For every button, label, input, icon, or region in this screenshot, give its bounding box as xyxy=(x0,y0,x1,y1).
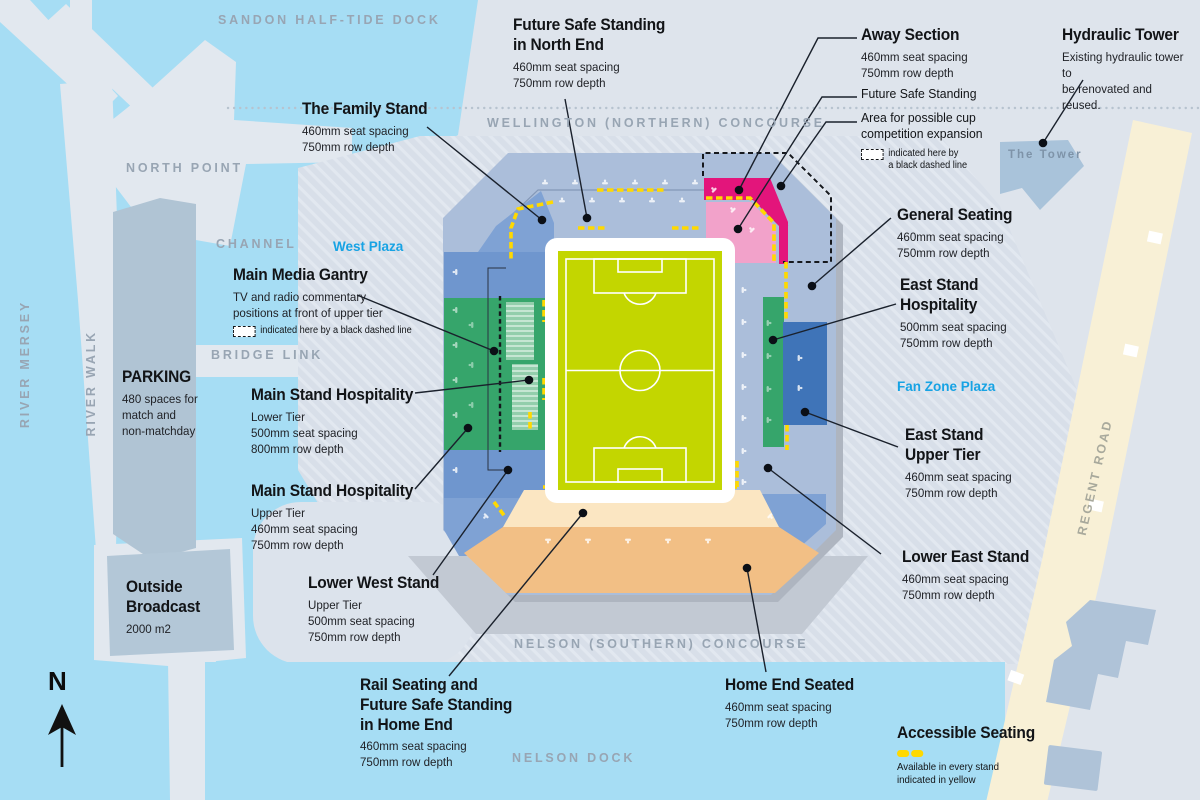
label-fan-zone-plaza: Fan Zone Plaza xyxy=(897,379,996,394)
annotation-body: 460mm seat spacing 750mm row depth xyxy=(897,229,1004,260)
annotation-body: 460mm seat spacing 750mm row depth xyxy=(902,571,1009,602)
label-accessible-seating: Accessible Seating Available in every st… xyxy=(897,724,1035,788)
label-rail-seating-home-end: Rail Seating and Future Safe Standing in… xyxy=(360,676,512,771)
annotation-body: 460mm seat spacing 750mm row depth xyxy=(861,49,968,80)
label-river-mersey: RIVER MERSEY xyxy=(18,300,32,429)
label-general-seating: General Seating 460mm seat spacing 750mm… xyxy=(897,206,1012,262)
label-lower-west-stand: Lower West Stand Upper Tier 500mm seat s… xyxy=(308,574,439,646)
compass-north-label: N xyxy=(48,666,67,696)
leader-lines xyxy=(356,37,1084,677)
accessible-seating-key-icon xyxy=(897,749,1035,757)
dashed-line-key-icon xyxy=(861,148,884,160)
annotation-title: The Family Stand xyxy=(302,100,428,118)
label-main-media-gantry: Main Media Gantry TV and radio commentar… xyxy=(233,266,412,338)
northwest-corner-section xyxy=(478,191,554,252)
dashed-line-key-icon xyxy=(233,325,256,337)
annotation-body: Existing hydraulic tower to be renovated… xyxy=(1062,49,1184,112)
annotation-body: 460mm seat spacing 750mm row depth xyxy=(302,123,409,154)
annotation-body: 2000 m2 xyxy=(126,621,171,636)
pitch xyxy=(545,238,735,503)
compass-north-arrow-icon xyxy=(48,704,76,767)
label-north-point: NORTH POINT xyxy=(126,161,243,175)
label-future-safe-standing-north: Future Safe Standing in North End 460mm … xyxy=(513,16,665,92)
annotation-title: Main Stand Hospitality xyxy=(251,482,414,500)
label-future-safe-standing: Future Safe Standing xyxy=(861,86,976,102)
media-gantry-block-1 xyxy=(506,302,534,360)
label-east-stand-upper-tier: East Stand Upper Tier 460mm seat spacing… xyxy=(905,426,1012,502)
label-nelson-dock: NELSON DOCK xyxy=(512,751,636,765)
label-main-stand-hospitality-upper: Main Stand Hospitality Upper Tier 460mm … xyxy=(251,482,413,554)
annotation-title: Hydraulic Tower xyxy=(1062,26,1179,44)
leader-dots xyxy=(463,138,1048,573)
road-crossing-marks xyxy=(1007,230,1163,686)
annotation-title: PARKING xyxy=(122,368,192,386)
label-nelson-concourse: NELSON (SOUTHERN) CONCOURSE xyxy=(514,637,809,651)
label-channel: CHANNEL xyxy=(216,237,297,251)
road-buildings xyxy=(1043,600,1156,791)
label-sandon-half-tide-dock: SANDON HALF-TIDE DOCK xyxy=(218,13,441,27)
annotation-note: Available in every stand indicated in ye… xyxy=(897,761,1000,787)
label-main-stand-hospitality-lower: Main Stand Hospitality Lower Tier 500mm … xyxy=(251,386,413,458)
annotation-body: Upper Tier 460mm seat spacing 750mm row … xyxy=(251,505,358,552)
outside-broadcast-shape xyxy=(107,549,234,656)
parking-shape xyxy=(113,198,196,560)
annotation-title: Away Section xyxy=(861,26,960,44)
annotation-body: Upper Tier 500mm seat spacing 750mm row … xyxy=(308,597,415,644)
cup-expansion-dashed-outline xyxy=(702,152,832,263)
label-hydraulic-tower: Hydraulic Tower Existing hydraulic tower… xyxy=(1062,26,1192,114)
gantry-bracket-line xyxy=(487,267,506,471)
annotation-title: Lower East Stand xyxy=(902,548,1030,566)
annotation-body: 480 spaces for match and non-matchday xyxy=(122,391,198,438)
label-river-walk: RIVER WALK xyxy=(84,330,98,437)
label-outside-broadcast: Outside Broadcast 2000 m2 xyxy=(126,578,200,638)
annotation-title: Home End Seated xyxy=(725,676,855,694)
label-away-section: Away Section 460mm seat spacing 750mm ro… xyxy=(861,26,968,82)
west-upper-section xyxy=(444,252,545,298)
annotation-body: Lower Tier 500mm seat spacing 800mm row … xyxy=(251,409,358,456)
label-east-stand-hospitality: East Stand Hospitality 500mm seat spacin… xyxy=(900,276,1007,352)
pitch-markings xyxy=(565,258,715,483)
annotation-title: General Seating xyxy=(897,206,1013,224)
stadium-bowl xyxy=(443,152,843,602)
label-lower-east-stand: Lower East Stand 460mm seat spacing 750m… xyxy=(902,548,1029,604)
label-home-end-seated: Home End Seated 460mm seat spacing 750mm… xyxy=(725,676,854,732)
annotation-title: Main Media Gantry xyxy=(233,266,368,284)
away-section-shape xyxy=(704,178,788,264)
label-cup-expansion: Area for possible cup competition expans… xyxy=(861,110,983,173)
annotation-body: 460mm seat spacing 750mm row depth xyxy=(360,739,467,770)
annotation-title: Rail Seating and Future Safe Standing in… xyxy=(360,676,513,734)
annotation-body: 500mm seat spacing 750mm row depth xyxy=(900,319,1007,350)
label-family-stand: The Family Stand 460mm seat spacing 750m… xyxy=(302,100,428,156)
hydraulic-tower-shape xyxy=(1000,140,1084,210)
annotation-title: Future Safe Standing in North End xyxy=(513,16,666,54)
label-bridge-link: BRIDGE LINK xyxy=(211,348,324,362)
annotation-title: Area for possible cup competition expans… xyxy=(861,110,983,142)
label-west-plaza: West Plaza xyxy=(333,239,404,254)
annotation-note: indicated here by a black dashed line xyxy=(260,324,412,336)
annotation-title: East Stand Upper Tier xyxy=(905,426,984,464)
annotation-body: TV and radio commentary positions at fro… xyxy=(233,289,383,320)
regent-road-shape xyxy=(986,120,1192,800)
annotation-title: Accessible Seating xyxy=(897,724,1036,742)
media-gantry-block-2 xyxy=(512,364,538,430)
label-parking: PARKING 480 spaces for match and non-mat… xyxy=(122,368,198,440)
annotation-body: 460mm seat spacing 750mm row depth xyxy=(513,59,620,90)
annotation-title: East Stand Hospitality xyxy=(900,276,979,314)
annotation-title: Outside Broadcast xyxy=(126,578,201,616)
annotation-body: 460mm seat spacing 750mm row depth xyxy=(725,699,832,730)
annotation-title: Main Stand Hospitality xyxy=(251,386,414,404)
bridge-link-shape xyxy=(190,345,318,377)
label-wellington-concourse: WELLINGTON (NORTHERN) CONCOURSE xyxy=(487,116,825,130)
label-the-tower: The Tower xyxy=(1008,149,1083,161)
annotation-note: indicated here by a black dashed line xyxy=(888,147,968,172)
nelson-dock-water xyxy=(205,662,1005,800)
home-end-seated-section xyxy=(464,527,819,593)
annotation-title: Future Safe Standing xyxy=(861,86,977,101)
annotation-title: Lower West Stand xyxy=(308,574,440,592)
southwest-plaza-blob xyxy=(253,502,475,664)
annotation-body: 460mm seat spacing 750mm row depth xyxy=(905,469,1012,500)
east-stand-hospitality-section xyxy=(763,297,784,447)
